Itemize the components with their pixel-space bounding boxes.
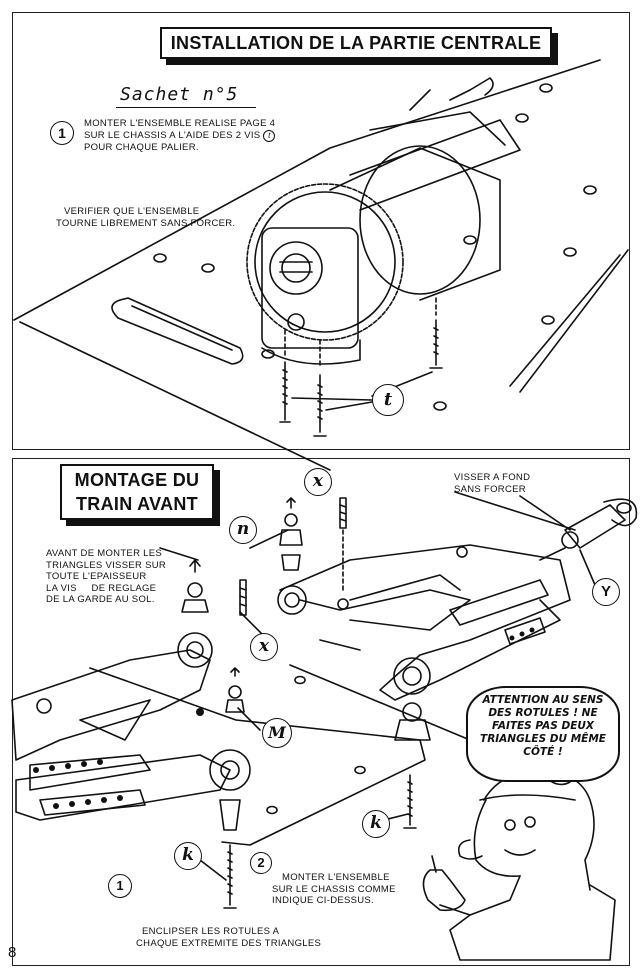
avant-line-2: TRIANGLES VISSER SUR — [46, 559, 167, 571]
step1-number-bottom: 1 — [108, 874, 132, 898]
step2-instructions: MONTER L'ENSEMBLE SUR LE CHASSIS COMME I… — [272, 872, 422, 907]
part-label-n: n — [229, 516, 257, 544]
step2-line-2: SUR LE CHASSIS COMME — [272, 883, 396, 895]
speech-bubble-text: ATTENTION AU SENS DES ROTULES ! NE FAITE… — [478, 694, 608, 759]
step2-line-3: INDIQUE CI-DESSUS. — [272, 895, 374, 906]
verify-line-2: TOURNE LIBREMENT SANS FORCER. — [56, 217, 236, 229]
part-label-x-top: x — [304, 468, 332, 496]
verify-line-1: VERIFIER QUE L'ENSEMBLE — [64, 206, 200, 217]
speech-bubble — [466, 686, 620, 782]
visser-line-2: SANS FORCER — [454, 483, 526, 495]
step2-line-1: MONTER L'ENSEMBLE — [282, 872, 390, 883]
enclipser-line-2: CHAQUE EXTREMITE DES TRIANGLES — [136, 937, 322, 949]
verify-instructions: VERIFIER QUE L'ENSEMBLE TOURNE LIBREMENT… — [56, 206, 266, 229]
enclipser-line-1: ENCLIPSER LES ROTULES A — [142, 926, 280, 937]
avant-line-1: AVANT DE MONTER LES — [46, 548, 163, 559]
part-label-k-right: k — [362, 810, 390, 838]
avant-line-3: TOUTE L'EPAISSEUR — [46, 571, 147, 582]
part-label-m: M — [262, 718, 292, 748]
page-number: 8 — [8, 944, 17, 961]
visser-line-1: VISSER A FOND — [454, 472, 531, 483]
avant-line-4: LA VIS DE REGLAGE — [46, 582, 157, 594]
bubble-line-2: DES ROTULES ! NE — [488, 707, 598, 719]
part-label-x-mid: x — [250, 633, 278, 661]
step1-ref-circle: t — [263, 129, 276, 142]
title-line-2: TRAIN AVANT — [76, 494, 198, 514]
step1-instructions-top: MONTER L'ENSEMBLE REALISE PAGE 4 SUR LE … — [84, 118, 324, 153]
part-label-t: t — [372, 384, 404, 416]
bubble-line-1: ATTENTION AU SENS — [482, 694, 604, 706]
bubble-line-5: CÔTÉ ! — [523, 746, 563, 758]
step1-instructions-bottom: ENCLIPSER LES ROTULES A CHAQUE EXTREMITE… — [136, 926, 346, 949]
avant-line-5: DE LA GARDE AU SOL. — [46, 594, 155, 605]
part-label-k-left: k — [174, 842, 202, 870]
step2-number: 2 — [250, 852, 272, 874]
visser-instructions: VISSER A FOND SANS FORCER — [454, 472, 574, 495]
bubble-line-3: FAITES PAS DEUX — [492, 720, 594, 732]
top-panel — [12, 12, 630, 450]
title-line-1: MONTAGE DU — [74, 470, 200, 490]
avant-instructions: AVANT DE MONTER LES TRIANGLES VISSER SUR… — [46, 548, 196, 606]
step1-line-1: MONTER L'ENSEMBLE REALISE PAGE 4 — [84, 118, 276, 129]
section-title-central: INSTALLATION DE LA PARTIE CENTRALE — [160, 27, 552, 59]
bubble-line-4: TRIANGLES DU MÊME — [480, 733, 606, 745]
part-label-y: Y — [592, 578, 620, 606]
step1-number-top: 1 — [50, 121, 74, 145]
step1-line-3: POUR CHAQUE PALIER. — [84, 141, 199, 153]
sachet-underline — [116, 107, 256, 108]
section-title-train-avant: MONTAGE DU TRAIN AVANT — [60, 464, 214, 520]
step1-line-2: SUR LE CHASSIS A L'AIDE DES 2 VIS t — [84, 129, 324, 142]
sachet-label: Sachet n°5 — [120, 84, 239, 105]
